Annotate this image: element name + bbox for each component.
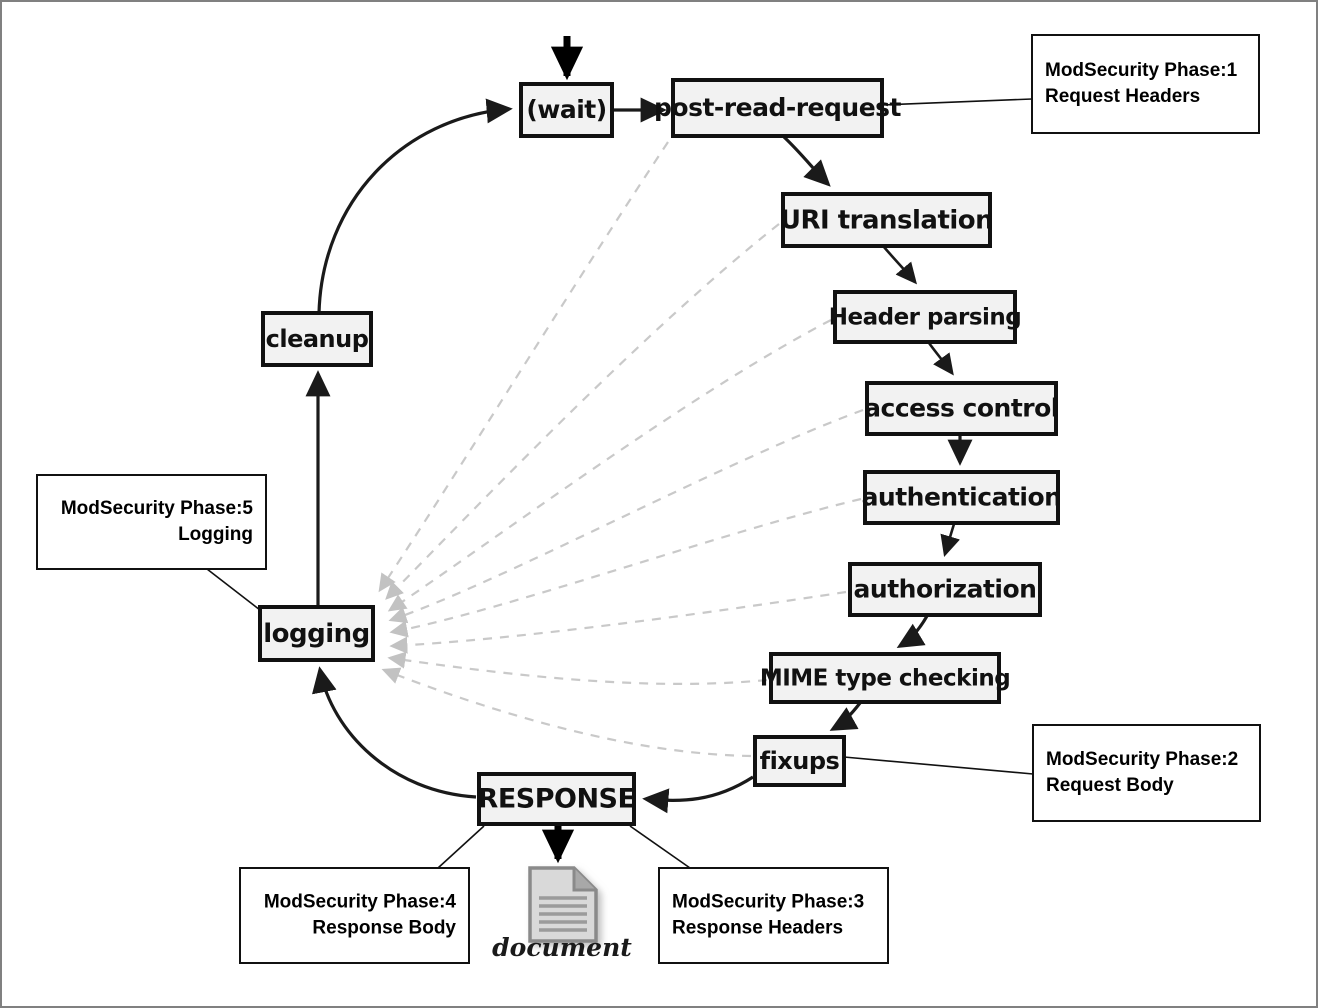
process-node-box [865,381,1058,436]
annotation-note-line: ModSecurity Phase:4 [264,892,457,913]
leader-line-phase4 [437,825,485,869]
process-node-label: fixups [760,747,840,775]
process-node-authorization[interactable]: authorization [848,562,1042,617]
process-node-label: Header parsing [829,305,1022,331]
process-node-cleanup[interactable]: cleanup [261,311,373,367]
process-node-label: access control [864,394,1059,423]
edge-mime-type-checking-to-fixups [829,702,862,731]
process-node-label: authorization [854,575,1037,604]
process-node-box [848,562,1042,617]
logging-dashed-edges [378,141,864,758]
dashed-edge-fixups-to-logging [381,667,752,758]
process-node-label: RESPONSE [478,784,636,815]
annotation-note-box [239,867,470,964]
process-node-label: (wait) [526,95,606,124]
document-icon-caption: document [492,933,632,962]
annotation-note-line: ModSecurity Phase:1 [1045,60,1238,81]
process-node-mime-checking[interactable]: MIME type checking [760,652,1011,704]
annotation-note-box [1031,34,1260,134]
process-node-box [261,311,373,367]
annotation-note-box [658,867,889,964]
dashed-edge-header-parsing-to-logging [387,319,832,612]
process-node-label: authentication [862,483,1062,512]
edge-uri-translation-to-header-parsing [883,246,917,285]
process-node-label: cleanup [266,325,369,353]
edge-authorization-to-mime-type-checking [896,615,929,648]
annotation-note-line: Request Headers [1045,86,1200,107]
process-node-box [863,470,1060,525]
annotation-note-line: Response Body [312,918,456,939]
document-icon [528,866,598,943]
dashed-edge-authorization-to-logging [389,590,847,654]
dashed-edge-authentication-to-logging [389,497,862,638]
edge-post-read-request-to-uri-translation [782,135,831,187]
process-node-logging[interactable]: logging [258,605,375,662]
process-node-fixups[interactable]: fixups [753,735,846,787]
annotation-note-line: ModSecurity Phase:3 [672,892,864,913]
process-node-label: MIME type checking [760,666,1010,692]
annotation-note-box [36,474,267,570]
process-node-box [258,605,375,662]
annotation-note-line: ModSecurity Phase:2 [1046,749,1238,770]
process-node-label: post-read-request [654,93,902,122]
process-node-wait[interactable]: (wait) [519,82,614,138]
edge-fixups-to-response [642,775,754,814]
process-node-box [519,82,614,138]
process-node-box [477,772,636,826]
process-node-box [753,735,846,787]
leader-line-phase1 [880,98,1033,106]
process-node-box [671,78,884,138]
document-icon-fold [572,868,596,892]
process-node-header-parsing[interactable]: Header parsing [829,290,1022,344]
flow-edges [305,36,973,864]
leader-line-phase2 [843,756,1034,775]
process-node-response[interactable]: RESPONSE [477,772,636,826]
process-node-label: URI translation [780,206,993,236]
process-node-box [769,652,1001,704]
annotation-note-line: ModSecurity Phase:5 [61,498,254,519]
edge-response-to-logging [312,666,477,799]
edge-cleanup-to-wait [317,98,513,314]
process-node-access-control[interactable]: access control [864,381,1059,436]
leader-line-phase3 [629,825,691,869]
note-leader-lines [206,98,1034,869]
annotation-note-line: Response Headers [672,918,843,939]
annotation-note-line: Logging [178,524,253,545]
annotation-note-box [1032,724,1261,822]
dashed-edge-mime-type-checking-to-logging [387,651,768,685]
leader-line-phase5 [206,568,261,611]
annotation-note-line: Request Body [1046,775,1174,796]
process-node-box [781,192,992,248]
edge-header-parsing-to-access-control [927,342,954,376]
process-node-label: logging [263,619,370,649]
process-node-uri-translation[interactable]: URI translation [780,192,994,248]
edge-authentication-to-authorization [940,523,960,557]
process-node-box [833,290,1017,344]
dashed-edge-post-read-request-to-logging [378,141,669,593]
process-node-authentication[interactable]: authentication [862,470,1062,525]
document-icon-lines [539,896,587,932]
dashed-edge-uri-translation-to-logging [385,223,780,600]
dashed-edge-access-control-to-logging [388,408,864,624]
process-node-post-read[interactable]: post-read-request [654,78,902,138]
